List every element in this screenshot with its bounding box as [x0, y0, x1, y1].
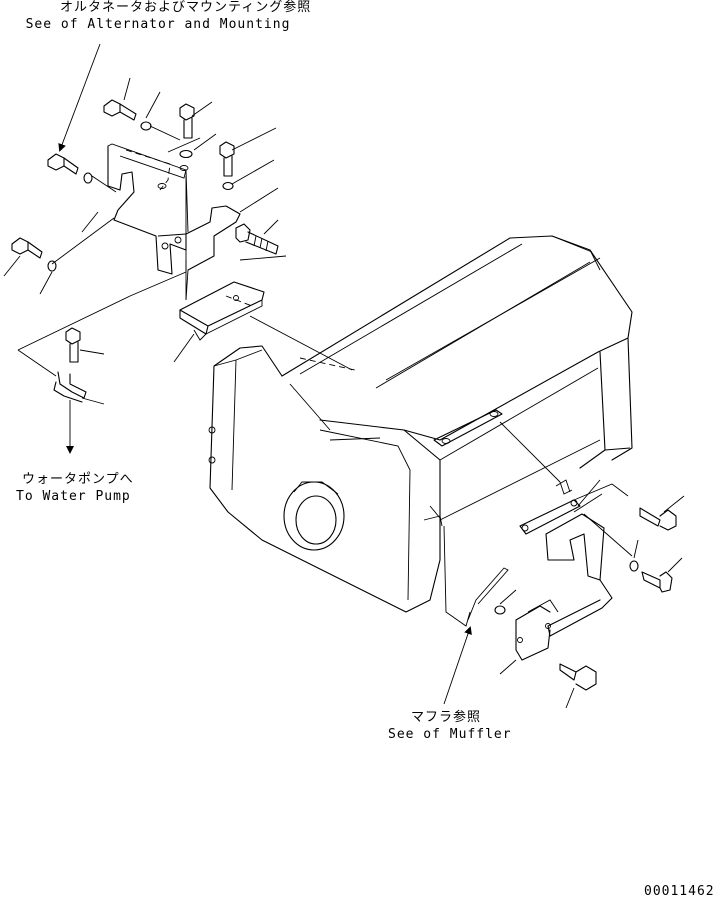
reference-arrows: [58, 43, 472, 705]
muffler-reference-en: See of Muffler: [388, 727, 512, 742]
lower-bracket-assembly: [443, 421, 677, 691]
water-pump-reference-jp: ウォータポンプへ: [22, 472, 134, 487]
leader-lines-left: [3, 77, 279, 405]
bolt-set-left: [11, 99, 287, 403]
upper-bracket-assembly: [107, 143, 353, 371]
drawing-number: 00011462: [644, 884, 715, 899]
water-pump-reference-en: To Water Pump: [16, 489, 131, 504]
alternator-reference-jp: オルタネータおよびマウンティング参照: [60, 0, 312, 15]
alternator-reference-en: See of Alternator and Mounting: [25, 17, 291, 32]
muffler-reference-jp: マフラ参照: [411, 710, 482, 725]
leader-lines-right: [429, 479, 685, 709]
engine-block: [208, 235, 633, 613]
